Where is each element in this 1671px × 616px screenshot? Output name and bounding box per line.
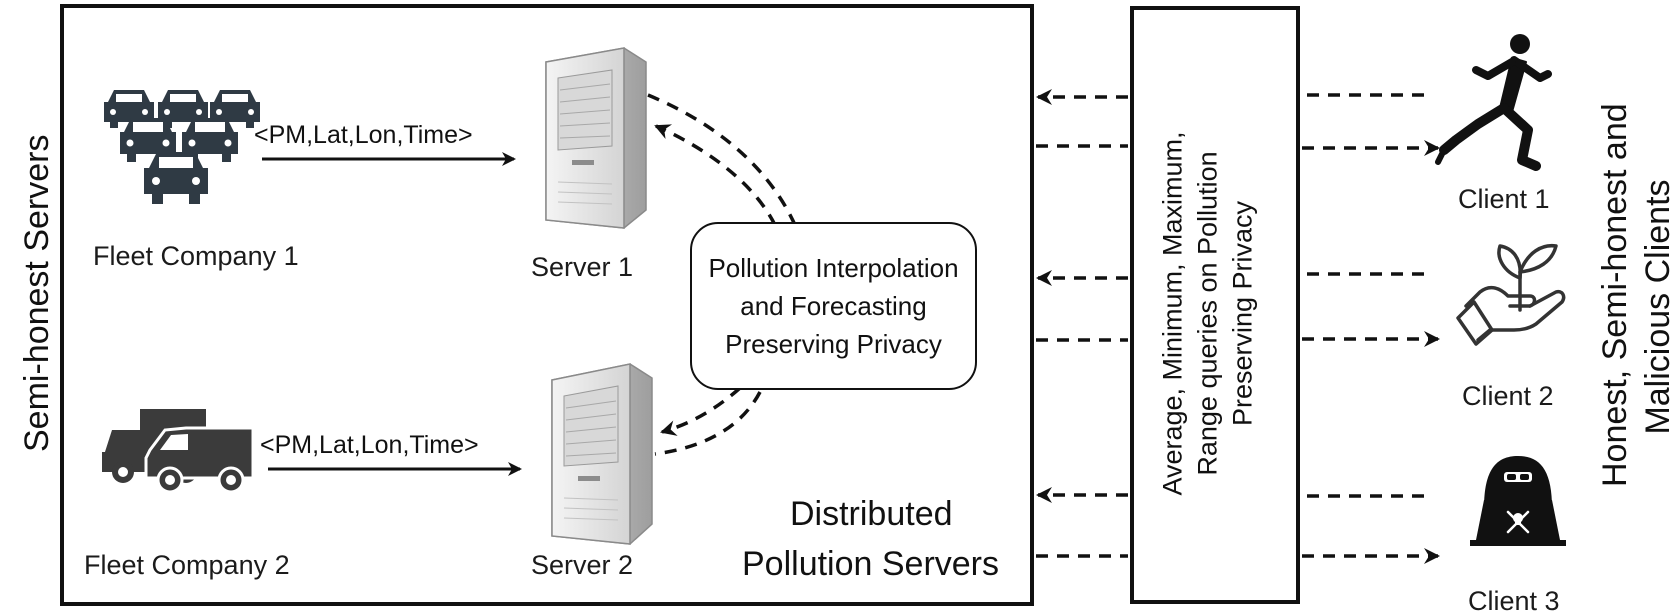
client3-label: Client 3 [1468,586,1560,616]
server-icon [551,363,653,545]
server1-out-link [647,93,797,226]
hacker-icon [1470,456,1566,546]
clients-type-label-line1: Honest, Semi-honest and [1596,103,1634,487]
fleet1-label: Fleet Company 1 [93,241,299,271]
interpolation-forecasting-box: Pollution Interpolation and Forecasting … [690,222,977,390]
server2-label: Server 2 [531,550,634,580]
distributed-label-line1: Distributed [790,495,953,533]
center-box-line2: and Forecasting [740,291,927,321]
client1-label: Client 1 [1458,184,1550,214]
query-box-line3: Preserving Privacy [1227,200,1258,427]
fleet2-tuple-label: <PM,Lat,Lon,Time> [260,431,479,459]
center-box-line1: Pollution Interpolation [708,253,959,283]
query-box-line2: Range queries on Pollution [1192,151,1223,476]
server2-out-link [654,391,762,456]
fleet2-label: Fleet Company 2 [84,550,290,580]
servers-frame [60,4,1034,606]
center-box-line3: Preserving Privacy [725,329,942,359]
server2-in-link [660,386,742,436]
query-frame [1130,6,1300,604]
query-box-line1: Average, Minimum, Maximum, [1157,131,1188,496]
server1-label: Server 1 [531,252,634,282]
plant-hand-icon [1456,243,1566,346]
clients-type-label-line2: Malicious Clients [1639,179,1671,435]
runner-icon [1435,34,1552,171]
server-icon [545,47,647,229]
distributed-label-line2: Pollution Servers [742,545,1000,583]
server1-in-link [654,124,777,226]
fleet1-tuple-label: <PM,Lat,Lon,Time> [254,121,473,149]
car-icon [104,90,260,204]
client2-label: Client 2 [1462,381,1554,411]
semi-honest-servers-label: Semi-honest Servers [18,134,56,452]
truck-icon [102,409,255,494]
